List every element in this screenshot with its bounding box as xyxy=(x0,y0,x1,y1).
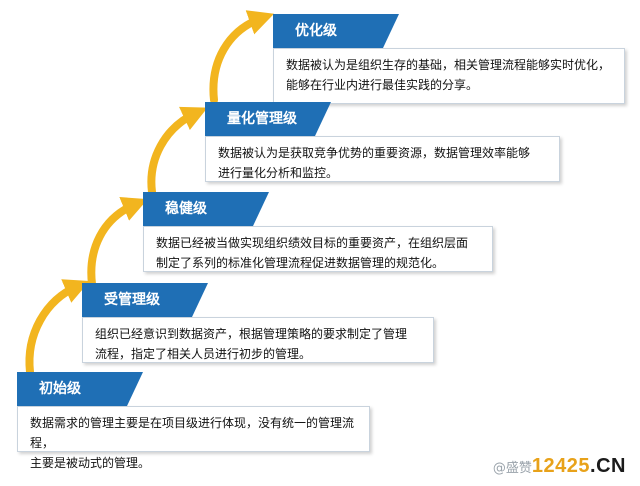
description-line: 数据被认为是获取竞争优势的重要资源，数据管理效率能够 xyxy=(218,146,531,160)
level-description: 数据被认为是组织生存的基础，相关管理流程能够实时优化， 能够在行业内进行最佳实践… xyxy=(273,48,625,104)
watermark-site-number: 12425 xyxy=(531,455,591,477)
watermark-prefix: @盛赞 xyxy=(492,461,532,476)
arrow-1 xyxy=(25,279,90,376)
level-title: 初始级 xyxy=(17,372,143,406)
level-description: 数据已经被当做实现组织绩效目标的重要资产，在组织层面 制定了系列的标准化管理流程… xyxy=(143,226,493,272)
description-line: 数据已经被当做实现组织绩效目标的重要资产，在组织层面 xyxy=(156,236,469,250)
description-line: 进行量化分析和监控。 xyxy=(218,166,339,180)
watermark: @盛赞12425.CN xyxy=(493,455,626,478)
arrow-4 xyxy=(209,10,275,104)
description-line: 数据被认为是组织生存的基础，相关管理流程能够实时优化， xyxy=(286,58,611,72)
level-title: 优化级 xyxy=(273,14,399,48)
arrow-2 xyxy=(87,197,148,288)
arrow-3 xyxy=(147,106,208,196)
description-line: 数据需求的管理主要是在项目级进行体现，没有统一的管理流程， xyxy=(30,416,355,450)
description-line: 主要是被动式的管理。 xyxy=(30,456,151,470)
level-title: 稳健级 xyxy=(143,192,269,226)
level-description: 数据被认为是获取竞争优势的重要资源，数据管理效率能够 进行量化分析和监控。 xyxy=(205,136,560,182)
level-title: 量化管理级 xyxy=(205,102,331,136)
level-description: 组织已经意识到数据资产，根据管理策略的要求制定了管理 流程，指定了相关人员进行初… xyxy=(82,317,434,363)
description-line: 制定了系列的标准化管理流程促进数据管理的规范化。 xyxy=(156,256,445,270)
description-line: 流程，指定了相关人员进行初步的管理。 xyxy=(95,347,312,361)
level-description: 数据需求的管理主要是在项目级进行体现，没有统一的管理流程， 主要是被动式的管理。 xyxy=(17,406,370,470)
description-line: 能够在行业内进行最佳实践的分享。 xyxy=(286,78,479,92)
watermark-site: 12425.CN xyxy=(532,455,626,477)
level-title: 受管理级 xyxy=(82,283,208,317)
description-line: 组织已经意识到数据资产，根据管理策略的要求制定了管理 xyxy=(95,327,408,341)
watermark-site-suffix: .CN xyxy=(590,455,626,477)
